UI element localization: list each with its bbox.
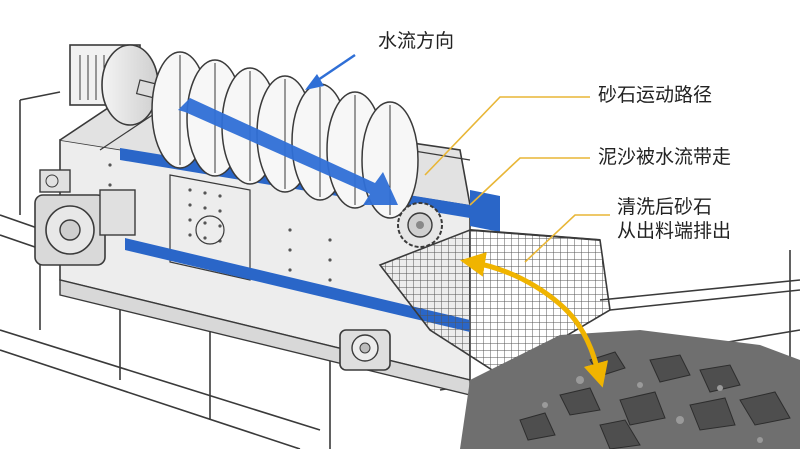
output-gear	[397, 202, 443, 248]
callout-line-out	[524, 214, 610, 263]
bearing-housing	[339, 329, 391, 371]
gravel-path-label: 砂石运动路径	[598, 84, 713, 106]
gravel-pile	[460, 330, 800, 449]
callout-line-path	[424, 96, 590, 176]
discharge-label-line1: 清洗后砂石	[617, 196, 713, 218]
callout-line-mud	[469, 157, 590, 206]
water-flow-label: 水流方向	[378, 30, 455, 52]
blue-side-plate	[470, 190, 500, 232]
callout-lines	[424, 96, 610, 263]
water-flow-arrow	[178, 98, 398, 205]
discharge-label-line2: 从出料端排出	[617, 219, 732, 242]
flow-direction-arrow-small	[305, 53, 356, 90]
gravel-path-arrow	[460, 252, 609, 388]
mud-carried-label: 泥沙被水流带走	[598, 146, 732, 168]
impeller-wheel	[151, 51, 419, 219]
blue-tank-band-lower	[125, 238, 470, 332]
discharge-label: 清洗后砂石 从出料端排出	[617, 196, 731, 244]
drive-motor	[34, 169, 136, 266]
